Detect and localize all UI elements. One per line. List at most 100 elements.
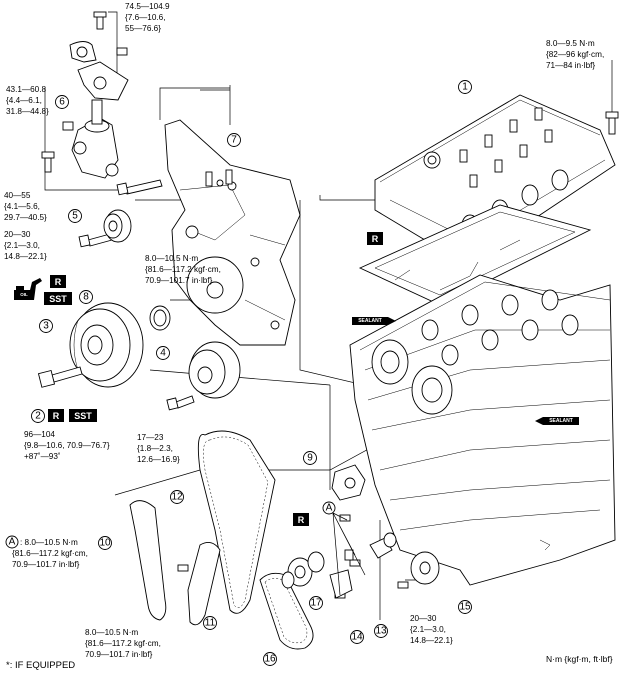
chain-tensioner	[331, 464, 366, 501]
oil-pump-tensioner	[329, 569, 353, 599]
callout-7: 7	[227, 133, 241, 147]
part-callouts: 1 2 3 4 5 6 7 8 9 10 11 12 13 14 15 16 1…	[31, 80, 472, 666]
torque-spec-20-30-upper: 20—30 {2.1—3.0, 14.8—22.1}	[4, 230, 47, 261]
callout-14: 14	[350, 630, 364, 644]
callout-1: 1	[458, 80, 472, 94]
svg-text:13: 13	[375, 626, 387, 637]
callout-4: 4	[156, 346, 170, 360]
callout-3: 3	[39, 319, 53, 333]
callout-6: 6	[55, 95, 69, 109]
callout-10: 10	[98, 536, 112, 550]
callout-9: 9	[303, 451, 317, 465]
svg-text:{4.1—5.6,: {4.1—5.6,	[4, 202, 40, 211]
torque-spec-mount-top: 74.5—104.9 {7.6—10.6, 55—76.6}	[125, 2, 170, 33]
svg-text:12.6—16.9}: 12.6—16.9}	[137, 455, 180, 464]
svg-text:9: 9	[307, 453, 313, 464]
svg-text:{81.6—117.2 kgf·cm,: {81.6—117.2 kgf·cm,	[12, 549, 88, 558]
svg-text:14.8—22.1}: 14.8—22.1}	[4, 252, 47, 261]
torque-spec-guide-bolt: 8.0—10.5 N·m {81.6—117.2 kgf·cm, 70.9—10…	[85, 628, 161, 659]
svg-text:10: 10	[99, 538, 111, 549]
tag-r-replace-3: R	[48, 409, 64, 422]
svg-text:8: 8	[83, 292, 89, 303]
svg-text:5: 5	[72, 211, 78, 222]
svg-text:{4.4—6.1,: {4.4—6.1,	[6, 96, 42, 105]
svg-text:{81.6—117.2 kgf·cm,: {81.6—117.2 kgf·cm,	[145, 265, 221, 274]
tag-r-replace-2: R	[50, 275, 66, 288]
svg-text:17—23: 17—23	[137, 433, 164, 442]
callout-2: 2	[31, 409, 45, 423]
svg-text:SEALANT: SEALANT	[358, 318, 382, 324]
oil-pump-chain-guide	[369, 532, 397, 559]
front-oil-seal	[149, 305, 171, 331]
svg-text:17: 17	[310, 598, 322, 609]
svg-text:6: 6	[59, 97, 65, 108]
camshaft-sprocket-exhaust	[411, 365, 453, 415]
svg-text:A: A	[326, 503, 333, 514]
mount-nut-left	[62, 121, 74, 131]
svg-text:16: 16	[264, 654, 276, 665]
svg-text:70.9—101.7 in·lbf}: 70.9—101.7 in·lbf}	[145, 276, 213, 285]
svg-text:SST: SST	[49, 294, 67, 304]
svg-text:20—30: 20—30	[4, 230, 31, 239]
mount-bolt-left	[41, 151, 55, 173]
drive-belt-idler	[188, 341, 241, 399]
svg-text:{2.1—3.0,: {2.1—3.0,	[4, 241, 40, 250]
svg-text:R: R	[55, 277, 62, 287]
svg-text:74.5—104.9: 74.5—104.9	[125, 2, 170, 11]
svg-text:96—104: 96—104	[24, 430, 55, 439]
svg-text:{82—96 kgf·cm,: {82—96 kgf·cm,	[546, 50, 604, 59]
tag-r-replace-1: R	[367, 232, 383, 245]
svg-text:4: 4	[160, 348, 166, 359]
svg-text:8.0—10.5 N·m: 8.0—10.5 N·m	[145, 254, 198, 263]
svg-text:12: 12	[171, 492, 183, 503]
torque-spec-17-23: 17—23 {1.8—2.3, 12.6—16.9}	[137, 433, 180, 464]
callout-15: 15	[458, 600, 472, 614]
timing-chain-cover	[164, 119, 301, 346]
oil-can-icon: OIL	[14, 278, 42, 300]
svg-text:11: 11	[205, 618, 216, 629]
svg-text:55—76.6}: 55—76.6}	[125, 24, 161, 33]
svg-text:71—84 in·lbf}: 71—84 in·lbf}	[546, 61, 595, 70]
torque-spec-cover-bolt: 8.0—9.5 N·m {82—96 kgf·cm, 71—84 in·lbf}	[546, 39, 604, 70]
svg-text:+87˚—93˚: +87˚—93˚	[24, 451, 61, 461]
svg-text:31.8—44.8}: 31.8—44.8}	[6, 107, 49, 116]
svg-text:70.9—101.7 in·lbf}: 70.9—101.7 in·lbf}	[12, 560, 80, 569]
tag-sst-1: SST	[44, 292, 72, 305]
mount-bolt-top	[93, 11, 107, 30]
svg-text:R: R	[372, 234, 379, 244]
svg-text:15: 15	[459, 602, 471, 613]
units-note: N·m {kgf·m, ft·lbf}	[546, 654, 613, 664]
callout-a-legend-marker: A	[5, 535, 19, 549]
svg-text:OIL: OIL	[20, 292, 28, 297]
idler-pulley-small	[103, 209, 132, 243]
callout-13: 13	[374, 624, 388, 638]
callout-16: 16	[263, 652, 277, 666]
svg-text:1: 1	[462, 82, 468, 93]
svg-text:{7.6—10.6,: {7.6—10.6,	[125, 13, 166, 22]
tensioner-arm	[187, 541, 221, 626]
bolt-40-55	[116, 179, 163, 196]
callout-17: 17	[309, 596, 323, 610]
svg-text:R: R	[53, 411, 60, 421]
torque-spec-crank-bolt: 96—104 {9.8—10.6, 70.9—76.7} +87˚—93˚	[24, 430, 110, 461]
tag-r-replace-4: R	[293, 513, 309, 526]
svg-text:20—30: 20—30	[410, 614, 437, 623]
svg-text:: 8.0—10.5 N·m: : 8.0—10.5 N·m	[20, 538, 78, 547]
svg-text:8.0—10.5 N·m: 8.0—10.5 N·m	[85, 628, 138, 637]
callout-11: 11	[203, 616, 217, 630]
cylinder-head-cover-gasket	[358, 204, 592, 306]
torque-spec-mount-left: 43.1—60.8 {4.4—6.1, 31.8—44.8}	[6, 85, 49, 116]
bolt-20-30-idler	[78, 233, 113, 248]
chain-guide	[129, 500, 167, 621]
torque-spec-cover-8-10: 8.0—10.5 N·m {81.6—117.2 kgf·cm, 70.9—10…	[145, 254, 221, 285]
footnote-if-equipped: *: IF EQUIPPED	[6, 660, 75, 671]
svg-text:A: A	[9, 537, 16, 548]
callout-a-marker: A	[322, 501, 366, 596]
callout-5: 5	[68, 209, 82, 223]
svg-text:7: 7	[231, 135, 237, 146]
torque-spec-callout-a: : 8.0—10.5 N·m {81.6—117.2 kgf·cm, 70.9—…	[12, 538, 88, 569]
torque-spec-20-30-lower: 20—30 {2.1—3.0, 14.8—22.1}	[410, 614, 453, 645]
torque-spec-40-55: 40—55 {4.1—5.6, 29.7—40.5}	[4, 191, 47, 222]
